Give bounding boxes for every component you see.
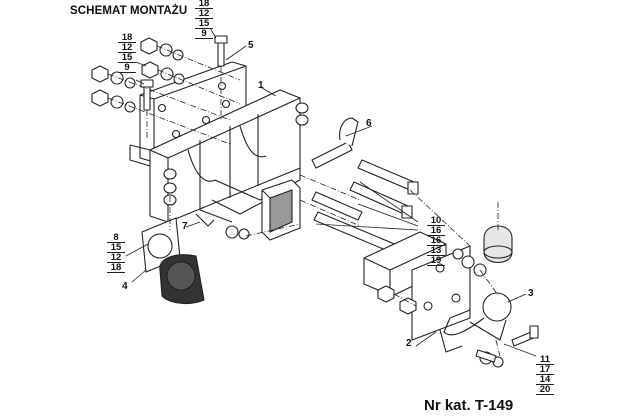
part-number: 14 <box>536 375 554 385</box>
callout-1: 1 <box>258 80 264 91</box>
part-stack-left-lower: 8 15 12 18 <box>107 233 125 273</box>
part-number: 9 <box>118 63 136 73</box>
part-number: 18 <box>107 263 125 273</box>
part-number: 12 <box>195 9 213 19</box>
callout-2: 2 <box>406 338 412 349</box>
part-stack-top: 18 12 15 9 <box>195 0 213 39</box>
short-bolts <box>140 35 539 363</box>
part-number: 12 <box>107 253 125 263</box>
part-number: 20 <box>536 385 554 395</box>
part-number: 15 <box>107 243 125 253</box>
callout-4: 4 <box>122 281 128 292</box>
part-number: 12 <box>118 43 136 53</box>
catalog-number: Nr kat. T-149 <box>424 397 514 414</box>
part-stack-left-upper: 18 12 15 9 <box>118 33 136 73</box>
part-number: 19 <box>427 256 445 266</box>
diagram-title: SCHEMAT MONTAŻU <box>70 5 188 17</box>
part-number: 9 <box>195 29 213 39</box>
washers-and-nuts <box>91 37 504 368</box>
assembly-lines <box>107 45 501 357</box>
ball-mount-bar <box>363 231 471 341</box>
part-number: 11 <box>536 355 554 365</box>
part-number: 10 <box>427 216 445 226</box>
part-number: 18 <box>195 0 213 9</box>
part-number: 16 <box>427 236 445 246</box>
leader-lines <box>125 27 537 357</box>
part-number: 18 <box>118 33 136 43</box>
part-number: 8 <box>107 233 125 243</box>
part-stack-bottom-right: 11 17 14 20 <box>536 355 554 395</box>
part-number: 16 <box>427 226 445 236</box>
callout-5: 5 <box>248 40 254 51</box>
part-number: 15 <box>195 19 213 29</box>
part-number: 17 <box>536 365 554 375</box>
part-stack-right-middle: 10 16 16 13 19 <box>427 216 445 266</box>
ball-cap <box>483 225 513 264</box>
callout-7: 7 <box>182 221 188 232</box>
locking-pin <box>311 117 359 169</box>
part-number: 15 <box>118 53 136 63</box>
tow-ball <box>439 292 512 353</box>
socket-bracket <box>195 209 233 227</box>
callout-3: 3 <box>528 288 534 299</box>
receiver-socket <box>261 179 301 241</box>
callout-6: 6 <box>366 118 372 129</box>
electrical-socket <box>141 217 205 305</box>
part-number: 13 <box>427 246 445 256</box>
